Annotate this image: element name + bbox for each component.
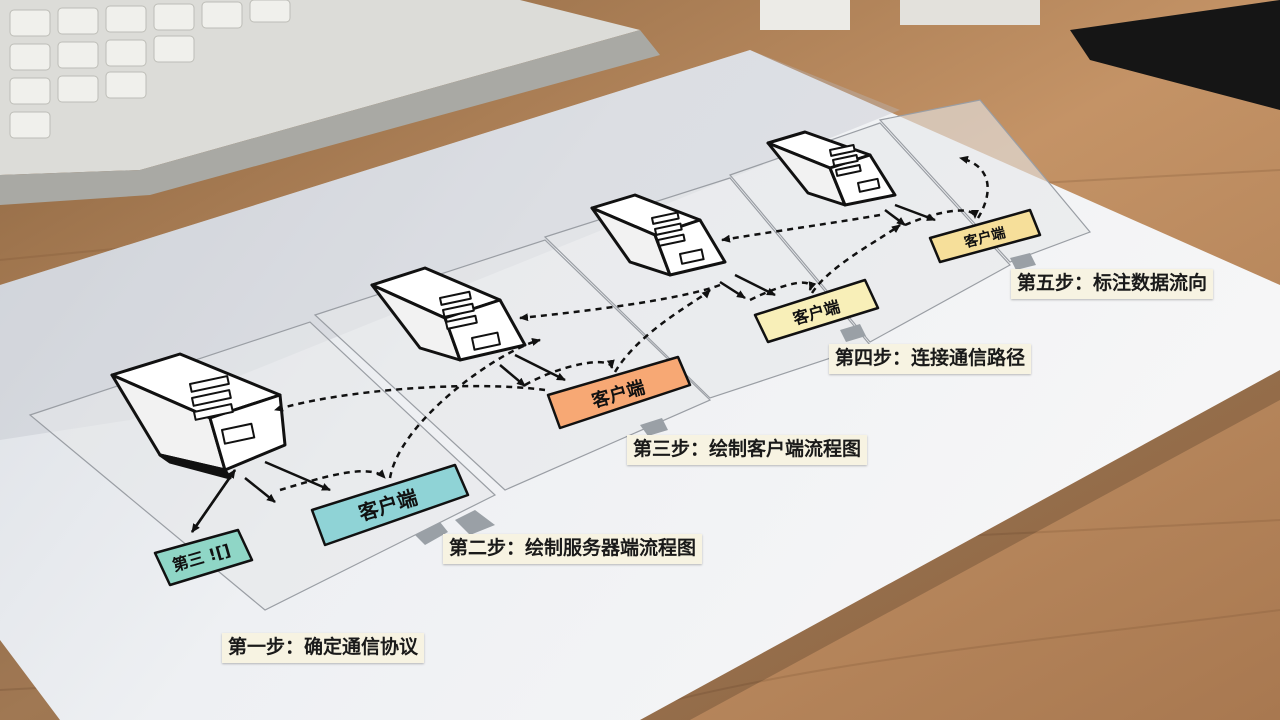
- step-label-1: 第一步：确定通信协议: [222, 633, 425, 663]
- paper-shade: [0, 50, 900, 440]
- step-label-2: 第二步：绘制服务器端流程图: [443, 534, 703, 564]
- step-markers: [415, 253, 1036, 545]
- client-box-1: [310, 463, 470, 547]
- step-label-5: 第五步：标注数据流向: [1011, 269, 1214, 299]
- keyboard: [0, 0, 660, 205]
- client-box-3: [753, 278, 880, 344]
- panel-step-5: [878, 99, 1092, 263]
- step-label-4: 第四步：连接通信路径: [829, 344, 1032, 374]
- server-3: [590, 193, 727, 277]
- server-4: [766, 130, 897, 207]
- step-label-3: 第三步：绘制客户端流程图: [627, 435, 868, 465]
- client-box-2: [546, 355, 692, 430]
- protocol-box: [153, 528, 254, 587]
- client-box-4: [928, 208, 1042, 264]
- server-2: [370, 266, 527, 362]
- desk-objects: [760, 0, 1280, 110]
- dashed-arrows: [274, 155, 989, 492]
- protocol-arrow: [190, 469, 237, 533]
- solid-arrows: [244, 203, 936, 503]
